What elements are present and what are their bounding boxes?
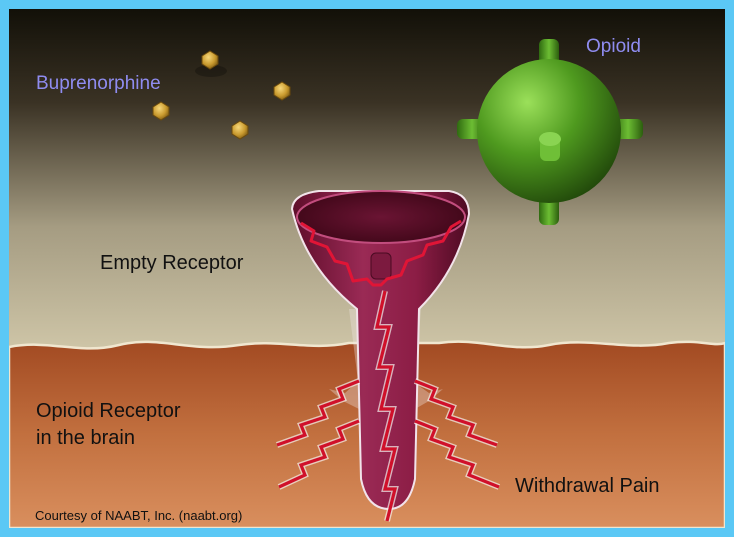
opioid-label: Opioid: [586, 36, 641, 58]
withdrawal-pain-label: Withdrawal Pain: [515, 475, 660, 498]
credit-text: Courtesy of NAABT, Inc. (naabt.org): [35, 508, 242, 523]
buprenorphine-label: Buprenorphine: [36, 73, 161, 95]
empty-receptor-label: Empty Receptor: [100, 252, 243, 275]
brain-receptor-label-line1: Opioid Receptor: [36, 398, 181, 425]
brain-receptor-label: Opioid Receptor in the brain: [36, 398, 181, 452]
diagram-stage: Buprenorphine Opioid Empty Receptor Opio…: [9, 9, 725, 528]
brain-receptor-label-line2: in the brain: [36, 425, 181, 452]
